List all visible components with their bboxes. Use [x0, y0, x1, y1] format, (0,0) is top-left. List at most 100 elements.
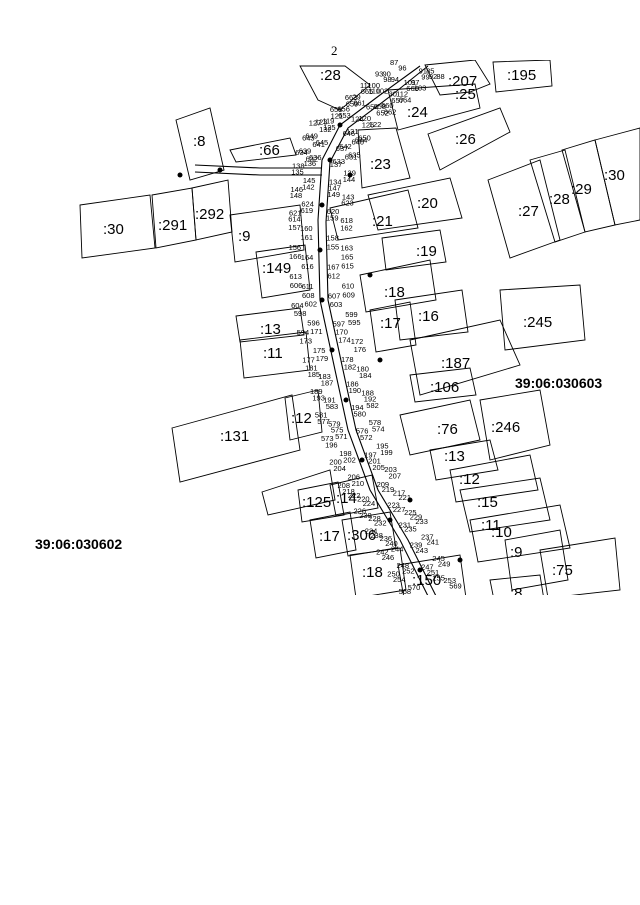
parcel-label: :16: [418, 308, 439, 325]
parcel-125: [297, 481, 345, 523]
parcel-label: :12: [459, 471, 480, 488]
vertex-label: 218: [342, 487, 355, 496]
vertex-label: 101: [404, 78, 417, 87]
vertex-label: 615: [341, 262, 354, 271]
parcel-131: [171, 394, 301, 483]
vertex-label: 255: [432, 574, 445, 583]
vertex-label: 124: [351, 115, 364, 124]
vertex-label: 207: [389, 471, 402, 480]
vertex-label: 92: [429, 72, 437, 81]
vertex-label: 189: [310, 387, 323, 396]
vertex-label: 236: [380, 534, 393, 543]
parcel-12-left: [284, 389, 323, 441]
vertex-label: 611: [302, 282, 314, 291]
parcel-outlines: [79, 60, 640, 595]
parcel-11-right: [459, 477, 551, 533]
vertex-label: 662: [384, 108, 397, 117]
parcel-246: [479, 389, 551, 461]
vertex-label: 149: [328, 190, 341, 199]
parcel-label: :8: [193, 133, 206, 150]
parcel-label: :291: [158, 217, 187, 234]
vertex-label: 147: [328, 184, 341, 193]
vertex-label: 123: [315, 117, 328, 126]
parcel-12-right: [449, 454, 539, 503]
parcel-15: [261, 469, 336, 516]
vertex-label: 238: [370, 531, 383, 540]
vertex-label: 251: [427, 568, 440, 577]
vertex-label: 146: [291, 185, 304, 194]
vertex-label: 235: [404, 525, 417, 534]
vertex-label: 578: [369, 418, 382, 427]
parcel-26: [427, 107, 511, 171]
vertex-label: 631: [345, 152, 358, 161]
parcel-labels: :28:207:195:25:24:26:8:66:23:30:291:292:…: [103, 67, 625, 595]
vertex-label: 598: [294, 309, 307, 318]
parcel-13-right: [429, 439, 499, 481]
parcel-106: [409, 367, 477, 403]
vertex-label: 643: [302, 133, 315, 142]
vertex-label: 612: [328, 272, 341, 281]
vertex-label: 226: [354, 507, 367, 516]
vertex-label: 224: [363, 499, 376, 508]
vertex-label: 98: [383, 75, 391, 84]
vertex-label: 635: [348, 151, 361, 160]
vertex-label: 187: [321, 379, 334, 388]
vertex-label: 655: [330, 105, 343, 114]
vertex-label: 637: [336, 144, 349, 153]
vertex-label: 241: [427, 538, 440, 547]
vertex-label: 145: [303, 176, 316, 185]
vertex-label: 650: [358, 134, 371, 143]
vertex-label: 96: [398, 64, 406, 73]
vertex-label: 642: [339, 142, 352, 151]
vertex-label: 583: [326, 402, 339, 411]
vertex-label: 646: [343, 129, 356, 138]
vertex-label: 209: [377, 480, 390, 489]
parcel-13: [235, 307, 305, 343]
parcel-label: :14: [336, 490, 357, 507]
vertex-label: 596: [307, 319, 320, 328]
vertex-label: 135: [291, 168, 304, 177]
vertex-label: 166: [289, 252, 302, 261]
vertex-label: 155: [327, 243, 340, 252]
vertex-label: 119: [322, 117, 334, 126]
parcel-label: :245: [523, 314, 552, 331]
vertex-label: 228: [368, 514, 381, 523]
vertex-label: 649: [305, 131, 318, 140]
vertex-label: 139: [343, 169, 356, 178]
vertex-label: 190: [349, 386, 362, 395]
vertex-label: 246: [382, 553, 395, 562]
vertex-label: 602: [305, 300, 318, 309]
parcel-19: [381, 229, 447, 271]
vertex-label: 144: [343, 175, 356, 184]
parcel-14: [329, 474, 379, 517]
vertex-label: 158: [326, 233, 339, 242]
vertex-label: 127: [309, 118, 322, 127]
vertex-label: 644: [355, 136, 368, 145]
vertex-label: 656: [337, 104, 350, 113]
parcel-195: [492, 60, 553, 93]
parcel-label: :30: [103, 221, 124, 238]
vertex-label: 607: [328, 292, 341, 301]
vertex-label: 253: [444, 576, 457, 585]
parcel-75: [539, 537, 621, 595]
parcel-24: [387, 83, 481, 131]
vertex-label: 621: [289, 208, 302, 217]
vertex-label: 657: [391, 96, 404, 105]
parcel-label: :29: [571, 181, 592, 198]
vertex-label: 161: [301, 233, 314, 242]
parcel-label: :66: [259, 142, 280, 159]
vertex-label: 194: [351, 403, 364, 412]
parcel-label: :12: [291, 410, 312, 427]
vertex-label: 217: [393, 488, 406, 497]
vertex-label: 230: [359, 511, 372, 520]
parcel-18-bottom: [349, 547, 407, 595]
vertex-label: 220: [357, 495, 370, 504]
parcel-label: :9: [238, 228, 251, 245]
vertex-label: 210: [352, 479, 365, 488]
parcel-76: [399, 399, 481, 456]
vertex-label: 660: [381, 101, 394, 110]
parcel-label: :19: [416, 243, 437, 260]
vertex-label: 157: [288, 223, 301, 232]
parcel-label: :18: [384, 284, 405, 301]
